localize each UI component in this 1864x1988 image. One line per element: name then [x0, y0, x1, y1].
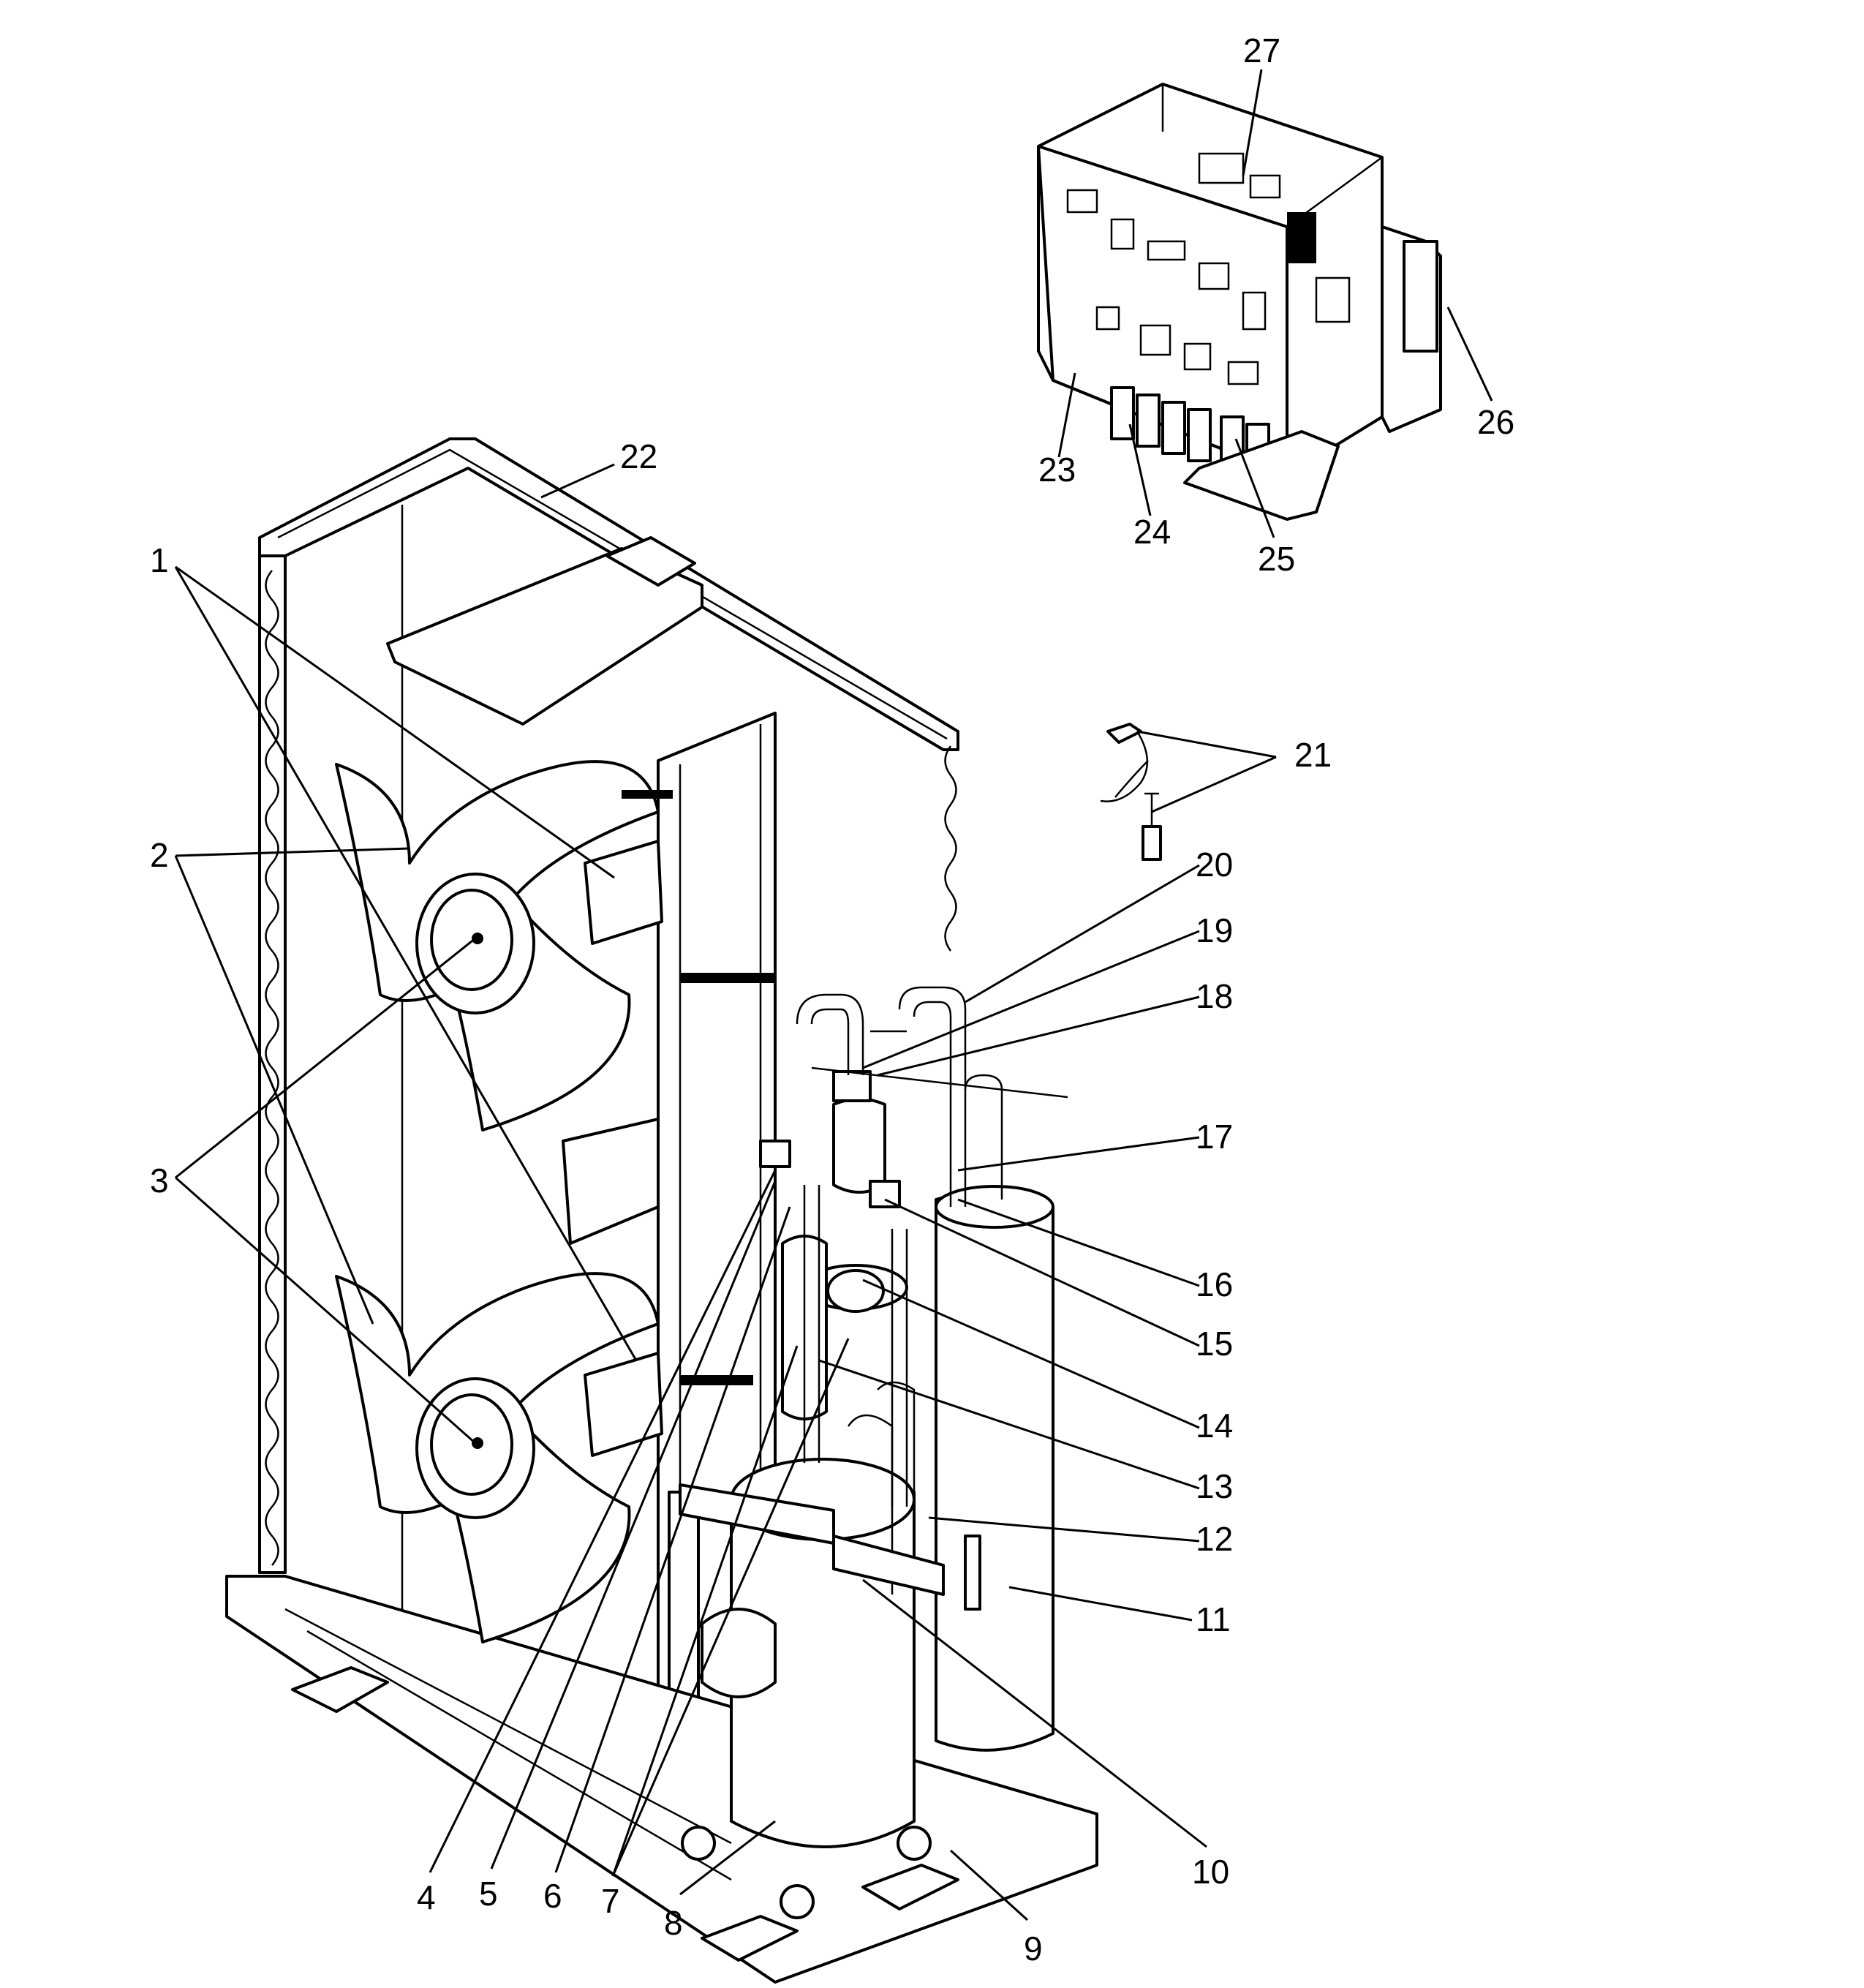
label-9: 9 [1024, 1929, 1043, 1968]
label-22: 22 [620, 437, 657, 475]
four-way-valve [781, 1097, 908, 1420]
label-8: 8 [664, 1904, 683, 1942]
piping [679, 986, 1068, 1611]
label-24: 24 [1133, 513, 1171, 551]
pcb-components [1066, 152, 1351, 385]
label-18: 18 [1196, 977, 1233, 1015]
sensors [1100, 723, 1162, 861]
label-4: 4 [417, 1878, 436, 1916]
label-11: 11 [1196, 1600, 1231, 1638]
accumulator [935, 1185, 1054, 1752]
label-14: 14 [1196, 1407, 1233, 1445]
terminal-blocks [1110, 386, 1270, 470]
control-box-assembly [1037, 83, 1442, 521]
label-1: 1 [150, 541, 169, 579]
label-27: 27 [1243, 31, 1280, 69]
label-25: 25 [1258, 540, 1295, 578]
label-23: 23 [1038, 451, 1076, 489]
label-19: 19 [1196, 911, 1233, 949]
label-16: 16 [1196, 1265, 1233, 1303]
label-5: 5 [479, 1875, 498, 1913]
label-6: 6 [543, 1877, 562, 1915]
upper-fan [335, 760, 660, 1132]
label-3: 3 [150, 1161, 169, 1200]
fan-motors [562, 790, 775, 1457]
label-26: 26 [1477, 403, 1514, 441]
label-10: 10 [1192, 1853, 1229, 1891]
lower-fan [335, 1272, 660, 1644]
leader-lines [174, 69, 1493, 1921]
solenoid-coils [759, 1070, 901, 1208]
label-13: 13 [1196, 1467, 1233, 1505]
label-12: 12 [1196, 1520, 1233, 1558]
label-2: 2 [150, 836, 169, 874]
callout-labels: 1 2 3 4 5 6 7 8 9 10 11 12 13 14 15 16 1… [150, 31, 1514, 1968]
label-15: 15 [1196, 1325, 1233, 1363]
label-7: 7 [601, 1882, 620, 1920]
label-20: 20 [1196, 846, 1233, 884]
label-17: 17 [1196, 1118, 1233, 1156]
label-21: 21 [1294, 736, 1332, 774]
